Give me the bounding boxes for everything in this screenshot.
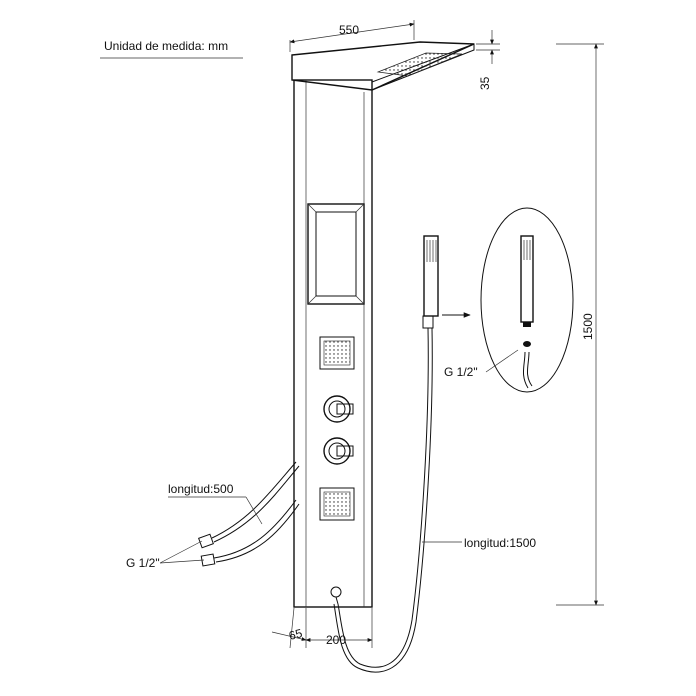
inlet-thread-detail-label: G 1/2" bbox=[444, 365, 478, 379]
dim-panel-depth-label: 65 bbox=[287, 626, 304, 643]
dim-panel-bottom: 65 200 bbox=[271, 607, 373, 649]
hand-shower bbox=[422, 235, 439, 329]
dim-total-height-label: 1500 bbox=[581, 313, 595, 340]
dim-head-thickness-label: 35 bbox=[478, 76, 492, 90]
temperature-knob bbox=[323, 395, 354, 423]
dim-head-width: 550 bbox=[289, 20, 415, 52]
hand-shower-hose bbox=[333, 327, 433, 673]
inlet-thread-detail-leader bbox=[485, 349, 519, 373]
dim-head-width-label: 550 bbox=[339, 23, 359, 37]
dim-total-height: 1500 bbox=[556, 43, 604, 606]
units-note: Unidad de medida: mm bbox=[104, 39, 228, 53]
inlet-thread-left-label: G 1/2" bbox=[126, 556, 160, 570]
detail-view bbox=[480, 207, 574, 393]
diverter-knob bbox=[323, 437, 354, 465]
panel-column bbox=[293, 79, 373, 608]
hose-length-left-leader bbox=[245, 496, 263, 525]
hose-outlet bbox=[330, 586, 342, 605]
hose-length-left-label: longitud:500 bbox=[168, 482, 234, 496]
body-jet-upper bbox=[319, 336, 355, 370]
body-jet-lower bbox=[319, 487, 355, 521]
inlet-thread-leader-b bbox=[159, 559, 205, 564]
storage-niche bbox=[307, 203, 365, 305]
inlet-thread-leader-a bbox=[159, 540, 203, 564]
inlet-hoses bbox=[198, 461, 300, 567]
dim-head-thickness: 35 bbox=[476, 30, 500, 90]
rain-shower-head bbox=[291, 41, 475, 91]
hose-length-right-label: longitud:1500 bbox=[464, 536, 536, 550]
dim-panel-width-label: 200 bbox=[326, 633, 346, 647]
